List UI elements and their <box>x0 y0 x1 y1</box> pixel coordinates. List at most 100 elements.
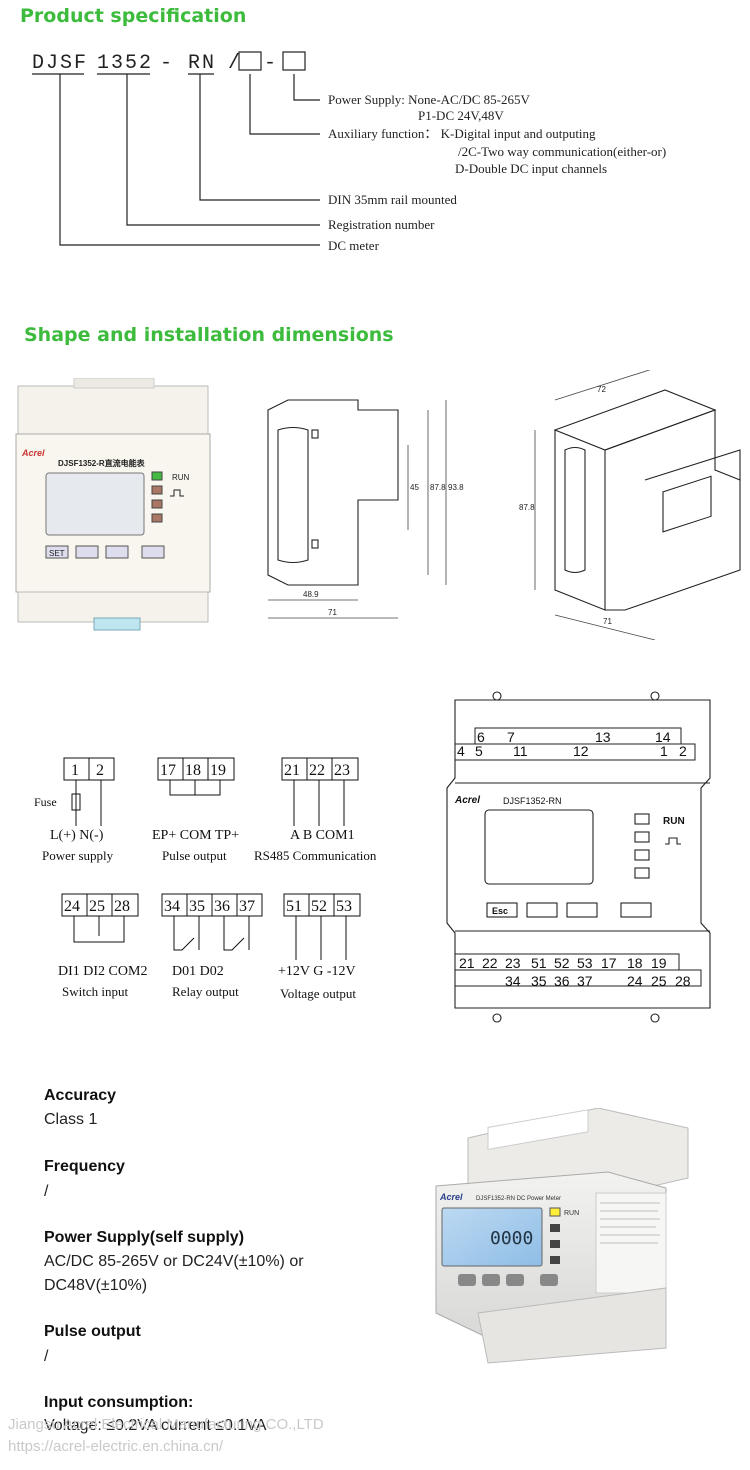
code-dash-1: - <box>160 52 172 75</box>
top-terminal-2: 2 <box>679 743 687 759</box>
terminal-35: 35 <box>189 898 205 915</box>
side-h1: 45 <box>410 483 419 492</box>
side-w2: 71 <box>328 608 337 617</box>
model-code-diagram: DJSF 1352 - RN / - Power Supply: None-AC… <box>32 51 666 253</box>
terminal-36: 36 <box>214 898 230 915</box>
voltage-labels: +12V G -12V <box>278 964 356 979</box>
terminal-18: 18 <box>185 762 201 779</box>
registration-label: Registration number <box>328 217 435 232</box>
meter-run: RUN <box>663 816 685 827</box>
iso-h: 87.8 <box>519 503 535 512</box>
spec-power-value2: DC48V(±10%) <box>44 1277 148 1294</box>
switch-caption: Switch input <box>62 984 128 999</box>
aux-line1: Auxiliary function： K-Digital input and … <box>328 126 596 141</box>
photo-brand: Acrel <box>439 1192 463 1202</box>
code-dash-2: - <box>264 52 276 75</box>
iso-w: 71 <box>603 617 612 626</box>
pulse-caption: Pulse output <box>162 848 227 863</box>
bottom-terminal-53: 53 <box>577 955 593 971</box>
front-brand: Acrel <box>21 448 45 458</box>
spec-pulse-title: Pulse output <box>44 1323 141 1340</box>
meter-brand: Acrel <box>454 795 480 806</box>
bottom-terminal-37: 37 <box>577 973 593 989</box>
terminal-52: 52 <box>311 898 327 915</box>
product-spec-heading: Product specification <box>20 5 247 27</box>
code-rn: RN <box>188 52 216 75</box>
top-terminal-7: 7 <box>507 729 515 745</box>
side-w1: 48.9 <box>303 590 319 599</box>
relay-labels: D01 D02 <box>172 964 224 979</box>
terminal-19: 19 <box>210 762 226 779</box>
dc-meter-label: DC meter <box>328 238 380 253</box>
side-h2: 87.8 <box>430 483 446 492</box>
watermark-url[interactable]: https://acrel-electric.en.china.cn/ <box>8 1438 224 1455</box>
spec-input-title: Input consumption: <box>44 1394 194 1411</box>
terminal-22: 22 <box>309 762 325 779</box>
front-set: SET <box>49 549 65 558</box>
code-slash: / <box>228 52 240 75</box>
terminal-51: 51 <box>286 898 302 915</box>
side-h3: 93.8 <box>448 483 464 492</box>
meter-terminal-front: 6 7 13 14 4 5 11 12 1 2 Acrel DJSF1352-R… <box>446 691 711 1023</box>
iso-top: 72 <box>597 385 606 394</box>
bottom-terminal-28: 28 <box>675 973 691 989</box>
photo-model: DJSF1352-RN DC Power Meter <box>476 1196 561 1202</box>
front-run: RUN <box>172 473 190 482</box>
code-djsf: DJSF <box>32 52 88 75</box>
bottom-terminal-52: 52 <box>554 955 570 971</box>
terminal-17: 17 <box>160 762 176 779</box>
spec-accuracy-title: Accuracy <box>44 1087 117 1104</box>
bottom-terminal-35: 35 <box>531 973 547 989</box>
relay-caption: Relay output <box>172 984 239 999</box>
power-supply-line2: P1-DC 24V,48V <box>418 108 504 123</box>
spec-input-value: Voltage: ≤0.2VA current ≤0.1VA <box>44 1417 267 1434</box>
side-view-drawing: 48.9 71 45 87.8 93.8 <box>267 399 464 619</box>
terminal-21: 21 <box>284 762 300 779</box>
top-terminal-4: 4 <box>457 743 465 759</box>
fuse-label: Fuse <box>34 795 57 809</box>
bottom-terminal-24: 24 <box>627 973 643 989</box>
top-terminal-11: 11 <box>513 743 528 759</box>
power-supply-line1: Power Supply: None-AC/DC 85-265V <box>328 92 530 107</box>
pulse-labels: EP+ COM TP+ <box>152 828 239 843</box>
photo-lcd: 0000 <box>490 1228 533 1249</box>
photo-run: RUN <box>564 1210 579 1217</box>
spec-accuracy-value: Class 1 <box>44 1111 98 1128</box>
top-terminal-6: 6 <box>477 729 485 745</box>
aux-line3: D-Double DC input channels <box>455 161 607 176</box>
switch-labels: DI1 DI2 COM2 <box>58 964 147 979</box>
bottom-terminal-22: 22 <box>482 955 498 971</box>
code-box-aux <box>238 51 262 71</box>
bottom-terminal-25: 25 <box>651 973 667 989</box>
top-terminal-13: 13 <box>595 729 611 745</box>
rs485-labels: A B COM1 <box>290 828 355 843</box>
terminal-24: 24 <box>64 898 80 915</box>
top-terminal-1: 1 <box>660 743 668 759</box>
code-box-power <box>282 51 306 71</box>
spec-power-title: Power Supply(self supply) <box>44 1229 245 1246</box>
bottom-terminal-19: 19 <box>651 955 667 971</box>
terminal-34: 34 <box>164 898 180 915</box>
terminal-28: 28 <box>114 898 130 915</box>
spec-pulse-value: / <box>44 1348 49 1365</box>
bottom-terminal-18: 18 <box>627 955 643 971</box>
top-terminal-5: 5 <box>475 743 483 759</box>
top-terminal-12: 12 <box>573 743 589 759</box>
power-labels: L(+) N(-) <box>50 828 104 843</box>
product-photo: Acrel DJSF1352-RN DC Power Meter 0000 RU… <box>435 1108 689 1364</box>
din-rail-label: DIN 35mm rail mounted <box>328 192 457 207</box>
code-1352: 1352 <box>97 52 153 75</box>
spec-frequency-value: / <box>44 1183 49 1200</box>
front-model: DJSF1352-R直流电能表 <box>58 458 146 468</box>
bottom-terminal-34: 34 <box>505 973 521 989</box>
spec-power-value: AC/DC 85-265V or DC24V(±10%) or <box>44 1253 304 1270</box>
bottom-terminal-36: 36 <box>554 973 570 989</box>
meter-esc: Esc <box>492 906 508 916</box>
terminal-2: 2 <box>96 762 104 779</box>
bottom-terminal-21: 21 <box>459 955 475 971</box>
terminal-53: 53 <box>336 898 352 915</box>
bottom-terminal-51: 51 <box>531 955 547 971</box>
front-view-drawing: Acrel DJSF1352-R直流电能表 RUN SET <box>15 378 211 631</box>
top-terminal-14: 14 <box>655 729 671 745</box>
isometric-view-drawing: 72 87.8 71 <box>519 370 741 640</box>
